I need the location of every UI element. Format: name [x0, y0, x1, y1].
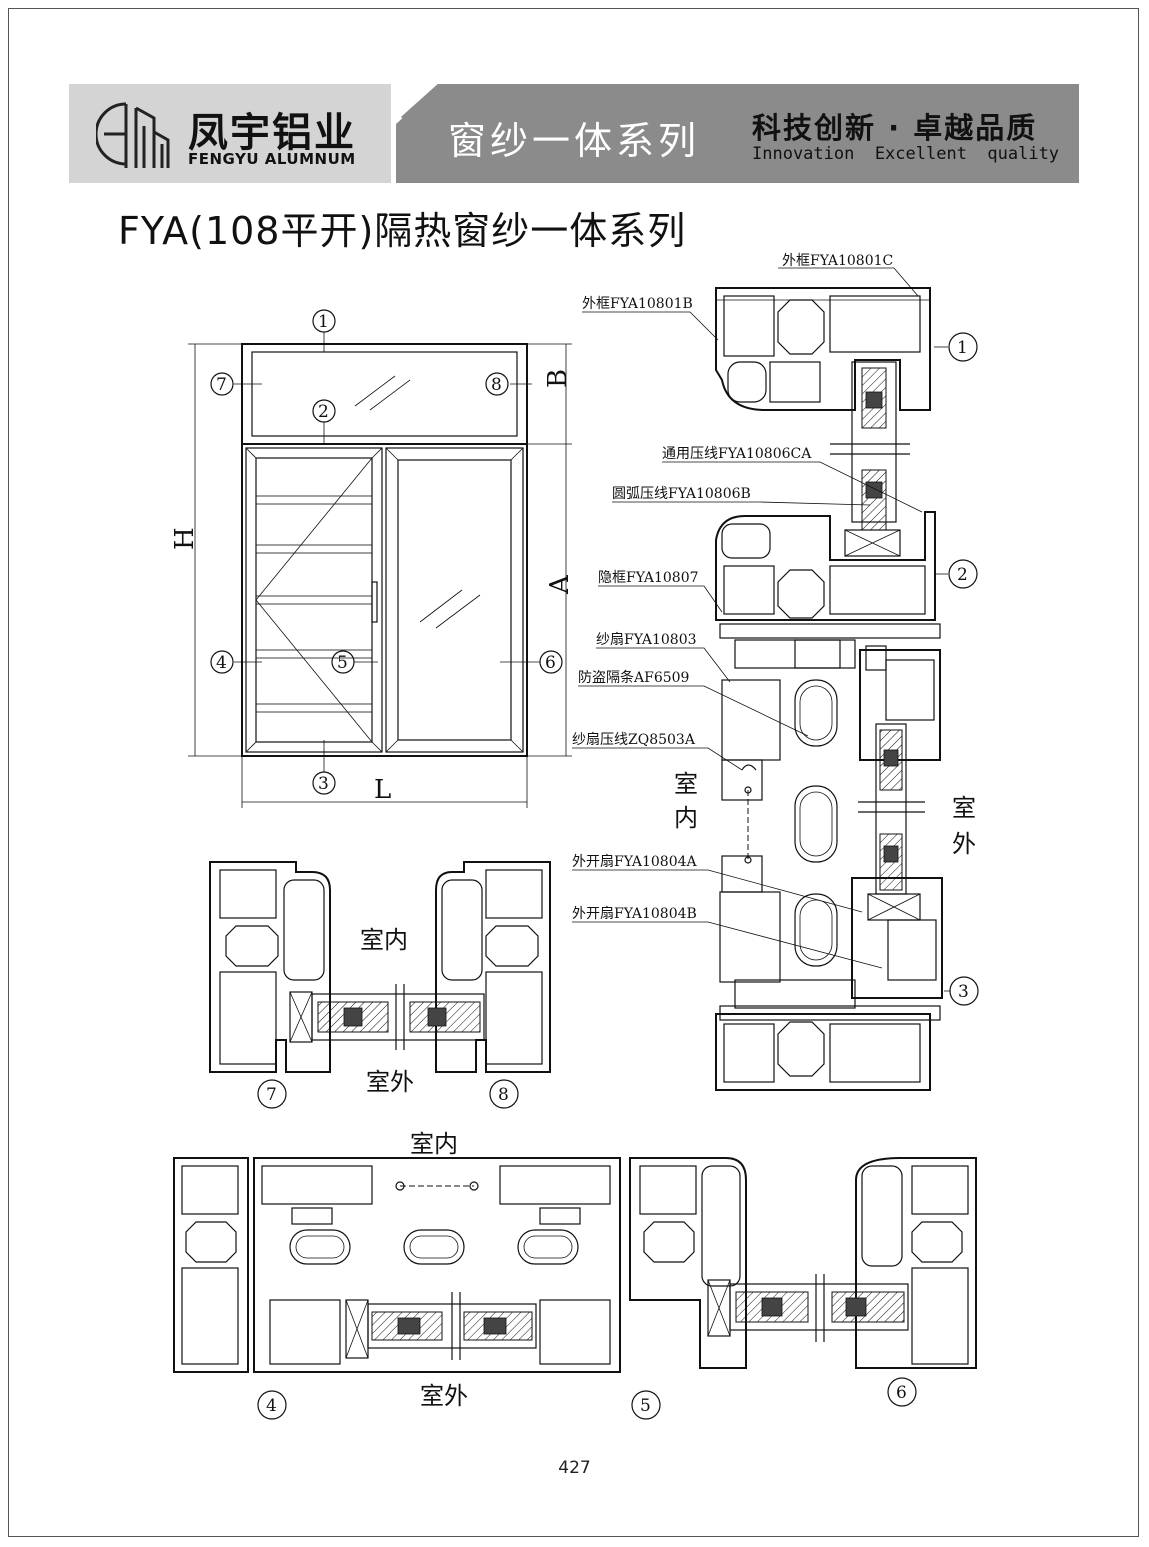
s78-outdoor: 室外	[366, 1068, 414, 1096]
vs-indoor-1: 室	[674, 770, 698, 798]
main-frame	[241, 443, 528, 757]
label-bead-ca: 通用压线FYA10806CA	[662, 446, 812, 462]
slogan-en: Innovation Excellent quality	[752, 144, 1060, 164]
label-outward-sash-b: 外开扇FYA10804B	[572, 906, 697, 922]
section-7-8	[209, 861, 551, 1073]
s78-marker-7	[257, 1079, 287, 1109]
vs-outdoor-2: 外	[952, 830, 976, 858]
svg-text:6: 6	[545, 653, 556, 673]
label-screen-bead: 纱扇压线ZQ8503A	[572, 732, 696, 748]
slogan-cn: 科技创新 · 卓越品质	[752, 111, 1038, 145]
vs-marker-1	[948, 332, 978, 362]
section-4-5-6	[173, 1157, 977, 1373]
series-title: 窗纱一体系列	[448, 119, 701, 163]
label-outer-frame-c: 外框FYA10801C	[782, 253, 893, 269]
window-elevation	[188, 332, 572, 808]
svg-text:5: 5	[337, 653, 348, 673]
s456-marker-4	[257, 1390, 287, 1420]
marker-8	[485, 372, 509, 396]
marker-4	[210, 650, 234, 674]
svg-text:1: 1	[318, 312, 329, 332]
elevation-markers: 1 2 7 8 4 5 6 3	[210, 309, 563, 795]
dim-A: A	[545, 574, 575, 595]
svg-text:4: 4	[266, 1396, 277, 1416]
vs-marker-2	[948, 559, 978, 589]
svg-text:3: 3	[958, 982, 969, 1002]
svg-text:4: 4	[216, 653, 227, 673]
header-cut-corner	[396, 84, 442, 124]
brand-name-cn: 凤宇铝业	[188, 110, 356, 156]
dim-B: B	[543, 369, 573, 388]
brand-logo-icon	[96, 102, 170, 168]
svg-text:7: 7	[216, 375, 227, 395]
vs-marker-3	[949, 976, 979, 1006]
marker-5	[331, 650, 355, 674]
transom-glass	[251, 351, 518, 437]
marker-7	[210, 372, 234, 396]
svg-text:1: 1	[957, 338, 968, 358]
vertical-section	[572, 267, 950, 1091]
svg-text:5: 5	[640, 1396, 651, 1416]
transom-frame	[241, 343, 528, 445]
label-outer-frame-b: 外框FYA10801B	[582, 296, 693, 312]
svg-text:3: 3	[318, 774, 329, 794]
label-round-bead: 圆弧压线FYA10806B	[612, 486, 751, 502]
s78-indoor: 室内	[360, 926, 408, 954]
dim-H: H	[170, 527, 200, 550]
page-number: 427	[558, 1458, 591, 1478]
svg-text:8: 8	[498, 1085, 509, 1105]
page-title: FYA(108平开)隔热窗纱一体系列	[118, 209, 687, 253]
left-sash	[245, 447, 383, 753]
header-series-panel	[396, 84, 712, 183]
svg-text:6: 6	[896, 1383, 907, 1403]
svg-text:2: 2	[957, 565, 968, 585]
svg-text:7: 7	[266, 1085, 277, 1105]
right-sash	[385, 447, 524, 753]
label-anti-theft-bar: 防盗隔条AF6509	[578, 669, 689, 686]
s78-marker-8	[489, 1079, 519, 1109]
brand-name-en: FENGYU ALUMNUM	[188, 150, 356, 168]
marker-1	[312, 309, 336, 333]
vs-outdoor-1: 室	[952, 794, 976, 822]
page-frame	[8, 8, 1139, 1537]
s456-indoor: 室内	[410, 1130, 458, 1158]
s456-outdoor: 室外	[420, 1382, 468, 1410]
dim-L: L	[374, 775, 391, 805]
marker-6	[539, 650, 563, 674]
label-outward-sash-a: 外开扇FYA10804A	[572, 854, 698, 870]
s456-marker-6	[887, 1377, 917, 1407]
marker-3	[312, 771, 336, 795]
label-hidden-frame: 隐框FYA10807	[598, 570, 699, 586]
marker-2	[312, 399, 336, 423]
svg-text:8: 8	[491, 375, 502, 395]
s456-marker-5	[631, 1390, 661, 1420]
header-slogan-panel	[712, 84, 1079, 183]
vs-indoor-2: 内	[674, 804, 698, 832]
svg-text:2: 2	[318, 402, 329, 422]
label-screen-sash: 纱扇FYA10803	[596, 632, 697, 648]
